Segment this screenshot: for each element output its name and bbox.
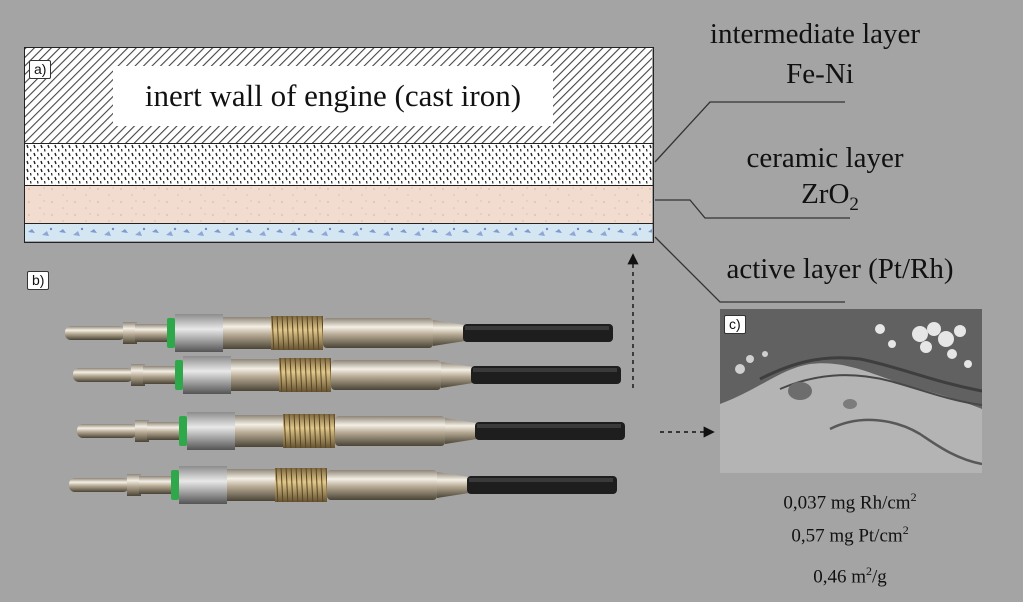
pt-loading-stat: 0,57 mg Pt/cm2 <box>740 523 960 547</box>
intermediate-layer-label: intermediate layer <box>709 18 921 50</box>
zro2-base: ZrO <box>801 178 850 210</box>
glow-plug-3 <box>77 412 625 450</box>
ceramic-zro2-layer <box>25 186 653 224</box>
ceramic-texture <box>25 186 652 223</box>
dot-pattern <box>25 144 652 185</box>
panel-b-tag: b) <box>27 271 50 290</box>
intermediate-fe-ni-layer <box>25 144 653 186</box>
ceramic-layer-label: ceramic layer <box>746 142 904 174</box>
glow-plug-2 <box>73 356 621 394</box>
cast-iron-wall-layer: inert wall of engine (cast iron) a) <box>25 48 653 144</box>
surface-area-value: 0,46 m <box>813 566 866 588</box>
glow-plug-1 <box>65 314 613 352</box>
panel-c-tag: c) <box>724 315 746 334</box>
leader-line-intermediate <box>654 101 845 163</box>
zro2-subscript: 2 <box>849 193 859 215</box>
active-pt-rh-layer <box>25 224 653 241</box>
leader-line-active <box>654 236 845 303</box>
rh-loading-value: 0,037 mg Rh/cm <box>783 492 911 514</box>
glow-plugs-photo <box>65 314 625 504</box>
fe-ni-label: Fe-Ni <box>786 58 854 90</box>
active-layer-texture <box>25 224 652 241</box>
sem-micrograph: c) <box>720 309 982 473</box>
pt-loading-sup: 2 <box>902 523 909 537</box>
active-layer-label: active layer (Pt/Rh) <box>726 253 954 285</box>
zro2-label: ZrO2 <box>790 178 870 216</box>
inert-wall-label: inert wall of engine (cast iron) <box>113 66 553 126</box>
rh-loading-sup: 2 <box>910 490 917 504</box>
rh-loading-stat: 0,037 mg Rh/cm2 <box>740 490 960 514</box>
surface-area-sup: 2 <box>866 564 872 578</box>
sem-texture <box>720 309 982 473</box>
layer-cross-section: inert wall of engine (cast iron) a) <box>24 47 654 243</box>
surface-area-stat: 0,46 m2/g <box>740 564 960 588</box>
glow-plug-4 <box>69 466 617 504</box>
panel-a-tag: a) <box>29 60 52 79</box>
surface-area-rest: /g <box>872 566 887 588</box>
pt-loading-value: 0,57 mg Pt/cm <box>791 525 903 547</box>
leader-line-ceramic <box>655 199 850 219</box>
